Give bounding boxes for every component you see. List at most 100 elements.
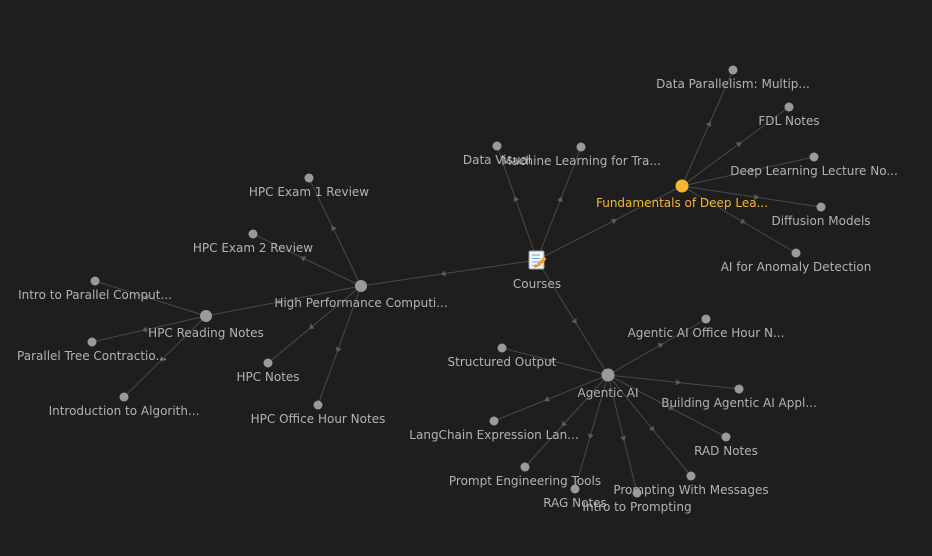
node-dot[interactable] [87, 337, 97, 347]
edge-arrow [667, 404, 674, 410]
node-dot[interactable] [701, 314, 711, 324]
graph-node-hpcexam2[interactable]: HPC Exam 2 Review [193, 229, 313, 256]
node-dot[interactable] [784, 102, 794, 112]
memo-icon [528, 250, 547, 270]
node-dot[interactable] [728, 65, 738, 75]
edge-agentic-rad [607, 374, 727, 438]
node-label: HPC Notes [236, 370, 299, 384]
graph-node-introalgo[interactable]: Introduction to Algorith... [49, 392, 200, 419]
node-dot[interactable] [570, 484, 580, 494]
node-dot[interactable] [489, 416, 499, 426]
edge-courses-mlfortra [536, 146, 582, 261]
edge-arrow [300, 256, 307, 262]
node-dot[interactable] [304, 173, 314, 183]
node-dot[interactable] [520, 462, 530, 472]
graph-node-building[interactable]: Building Agentic AI Appl... [661, 384, 817, 411]
node-dot[interactable] [632, 488, 642, 498]
edge-arrow [657, 343, 664, 349]
edge-arrow [561, 420, 568, 427]
edge-arrow [648, 425, 655, 432]
graph-node-langchain[interactable]: LangChain Expression Lan... [409, 416, 579, 443]
edge-fdl-diffusion [681, 185, 822, 208]
node-dot[interactable] [119, 392, 129, 402]
graph-node-courses[interactable]: Courses [513, 250, 561, 291]
graph-node-introprompt[interactable]: Intro to Prompting [582, 488, 692, 515]
node-dot[interactable] [686, 471, 696, 481]
graph-node-structured[interactable]: Structured Output [448, 343, 557, 370]
node-label: HPC Office Hour Notes [251, 412, 386, 426]
graph-node-prompteng[interactable]: Prompt Engineering Tools [449, 462, 601, 489]
graph-node-diffusion[interactable]: Diffusion Models [771, 202, 871, 229]
node-dot[interactable] [263, 358, 273, 368]
node-label: Courses [513, 277, 561, 291]
graph-node-dp[interactable]: Data Parallelism: Multip... [656, 65, 810, 92]
graph-node-paralleltree[interactable]: Parallel Tree Contractio... [17, 337, 167, 364]
graph-node-anomaly[interactable]: AI for Anomaly Detection [721, 248, 872, 275]
node-label: RAD Notes [694, 444, 758, 458]
edge-arrow [620, 435, 626, 442]
graph-node-agenticoffice[interactable]: Agentic AI Office Hour N... [628, 314, 785, 341]
node-dot[interactable] [721, 432, 731, 442]
node-dot[interactable] [675, 179, 689, 193]
graph-node-fdlnotes[interactable]: FDL Notes [758, 102, 820, 129]
graph-node-dataviz[interactable]: Data Visual [463, 141, 531, 168]
node-dot[interactable] [200, 310, 212, 322]
node-label: Data Visual [463, 153, 531, 167]
node-label: LangChain Expression Lan... [409, 428, 578, 442]
node-label: Intro to Parallel Comput... [18, 288, 172, 302]
graph-node-hpcnotes[interactable]: HPC Notes [236, 358, 300, 385]
node-label: FDL Notes [758, 114, 819, 128]
edge-arrow [548, 358, 554, 364]
edge-arrow [735, 141, 742, 148]
edge-arrow [571, 318, 577, 325]
node-label: Machine Learning for Tra... [501, 154, 661, 168]
edge-arrow [557, 196, 563, 203]
node-dot[interactable] [497, 343, 507, 353]
graph-node-hpcreading[interactable]: HPC Reading Notes [148, 310, 264, 340]
node-label: Prompt Engineering Tools [449, 474, 601, 488]
edge-hpcreading-introparallel [94, 280, 207, 317]
graph-node-hpc[interactable]: High Performance Computi... [274, 280, 448, 310]
edge-arrow [749, 167, 756, 174]
node-dot[interactable] [90, 276, 100, 286]
node-label: HPC Exam 2 Review [193, 241, 313, 255]
node-dot[interactable] [601, 368, 615, 382]
node-dot[interactable] [492, 141, 502, 151]
edges-layer [91, 69, 822, 494]
graph-node-introparallel[interactable]: Intro to Parallel Comput... [18, 276, 172, 303]
edge-arrow [275, 298, 281, 305]
node-label: HPC Exam 1 Review [249, 185, 369, 199]
edge-agentic-structured [501, 347, 609, 376]
node-dot[interactable] [809, 152, 819, 162]
graph-node-mlfortra[interactable]: Machine Learning for Tra... [501, 142, 661, 169]
node-dot[interactable] [248, 229, 258, 239]
graph-node-dllecture[interactable]: Deep Learning Lecture No... [730, 152, 898, 179]
node-dot[interactable] [313, 400, 323, 410]
graph-node-rad[interactable]: RAD Notes [694, 432, 758, 459]
node-dot[interactable] [576, 142, 586, 152]
node-dot[interactable] [355, 280, 367, 292]
edge-arrow [440, 270, 446, 277]
edge-arrow [513, 196, 520, 202]
graph-node-fdl[interactable]: Fundamentals of Deep Lea... [596, 179, 768, 211]
graph-node-hpcexam1[interactable]: HPC Exam 1 Review [249, 173, 369, 200]
node-dot[interactable] [791, 248, 801, 258]
node-dot[interactable] [816, 202, 826, 212]
node-label: Agentic AI [577, 386, 638, 400]
edge-arrow [159, 355, 166, 362]
nodes-layer: Courses Fundamentals of Deep Lea... Data P… [17, 65, 898, 515]
node-label: High Performance Computi... [274, 296, 447, 310]
node-label: Building Agentic AI Appl... [661, 396, 817, 410]
node-label: Intro to Prompting [582, 500, 691, 514]
graph-node-agentic[interactable]: Agentic AI [577, 368, 639, 401]
edge-arrow [739, 218, 746, 224]
graph-node-hpcoffice[interactable]: HPC Office Hour Notes [251, 400, 386, 427]
graph-node-promptwm[interactable]: Prompting With Messages [613, 471, 769, 498]
edge-agentic-ragnotes [574, 374, 609, 490]
edge-courses-hpc [360, 259, 538, 287]
node-dot[interactable] [734, 384, 744, 394]
node-label: HPC Reading Notes [148, 326, 264, 340]
node-label: Introduction to Algorith... [49, 404, 200, 418]
graph-node-ragnotes[interactable]: RAG Notes [543, 484, 607, 511]
